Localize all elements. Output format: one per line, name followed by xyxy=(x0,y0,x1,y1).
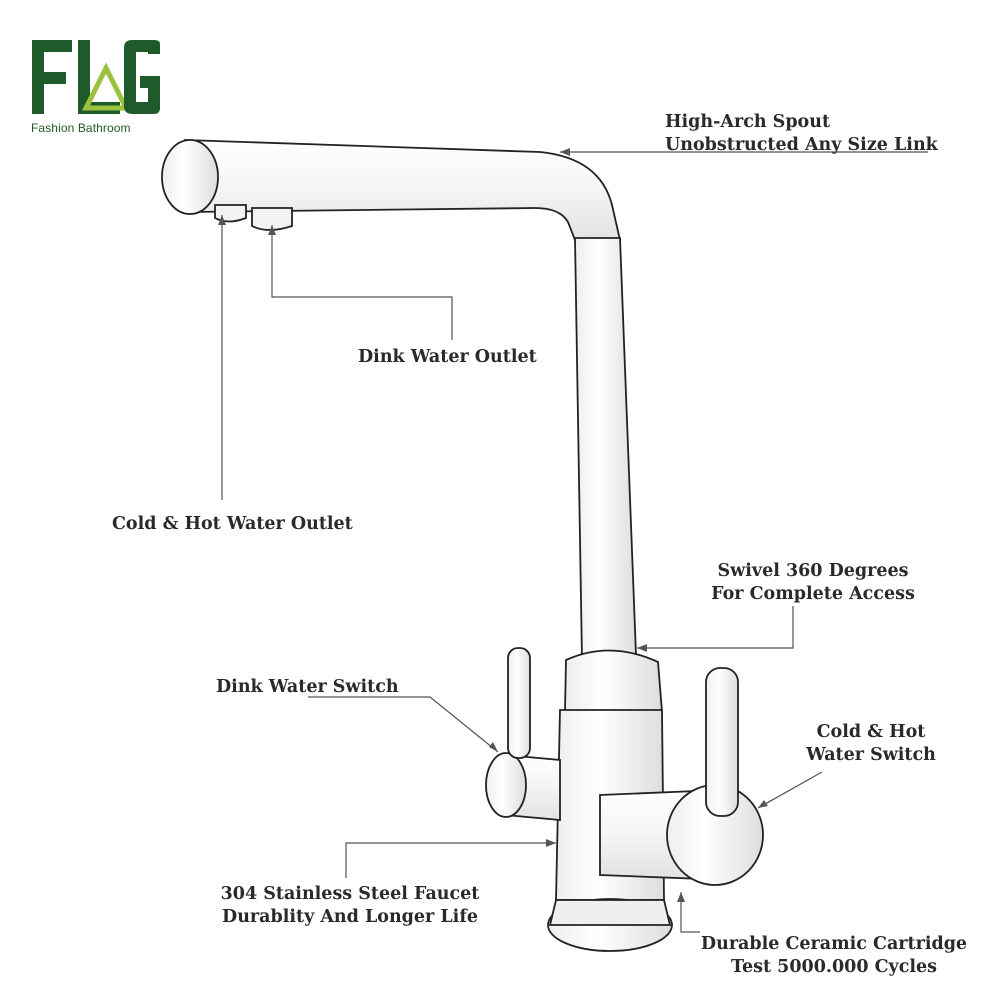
flg-logo-icon xyxy=(32,40,160,114)
callout-steel: 304 Stainless Steel Faucet Durablity And… xyxy=(220,884,480,927)
callout-spout: High-Arch Spout Unobstructed Any Size Li… xyxy=(665,112,938,155)
callout-cartridge: Durable Ceramic Cartridge Test 5000.000 … xyxy=(700,934,968,977)
callout-drink-outlet: Dink Water Outlet xyxy=(358,347,537,367)
callout-swivel: Swivel 360 Degrees For Complete Access xyxy=(711,561,915,604)
callout-drink-switch: Dink Water Switch xyxy=(216,677,399,697)
brand-caption: Fashion Bathroom xyxy=(31,121,131,135)
callout-cold-hot-outlet: Cold & Hot Water Outlet xyxy=(112,514,353,534)
callout-cold-hot-switch: Cold & Hot Water Switch xyxy=(806,722,936,765)
